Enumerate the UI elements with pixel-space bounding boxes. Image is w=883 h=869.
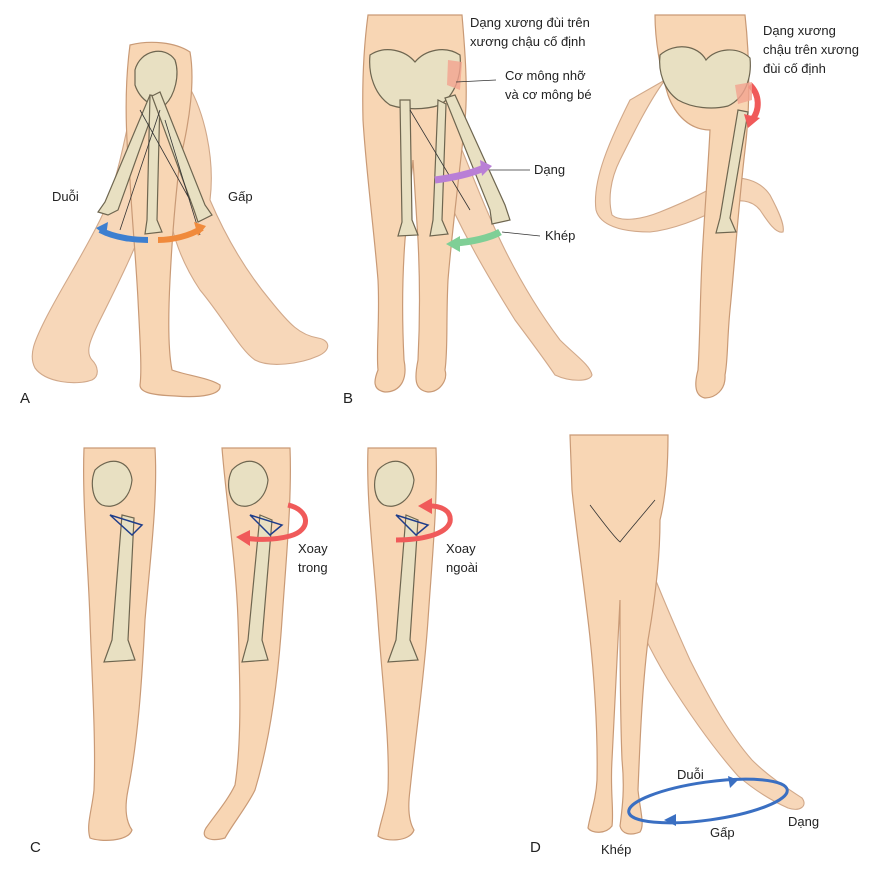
panel-c-internal-rotation-arrowhead (236, 530, 250, 546)
panel-d: Duỗi Gấp Dạng Khép D (530, 434, 819, 857)
panel-b-abduction-label: Dạng (534, 162, 565, 177)
panel-c-external-line2: ngoài (446, 560, 478, 575)
panel-a-flexion-arrowhead (194, 222, 206, 236)
panel-d-ring-arrowhead-bottom (664, 814, 676, 826)
panel-b-adduction-label: Khép (545, 228, 575, 243)
panel-b-leader-gluteus (455, 79, 497, 83)
panel-d-abducted-leg (619, 538, 805, 810)
panel-a-extension-arrowhead (96, 222, 108, 236)
panel-a-letter: A (20, 390, 30, 407)
panel-d-abduction-label: Dạng (788, 814, 819, 829)
panel-b-muscle-line (409, 109, 471, 211)
panel-c-internal-line1: Xoay (298, 541, 328, 556)
panel-b-femur-on-pelvis-line1: Dạng xương đùi trên (470, 15, 590, 30)
panel-c-external-rotation-arrow (395, 503, 453, 543)
panel-a-extension-label: Duỗi (52, 189, 79, 204)
panel-d-groin-line (589, 499, 656, 543)
panel-d-ring-arrowhead-top (728, 776, 738, 788)
panel-b-standing-body (654, 14, 750, 399)
panel-b-femur-on-pelvis-line2: xương chậu cố định (470, 34, 586, 49)
panel-b-femur-fixed (715, 109, 749, 234)
panel-a-pelvis (134, 50, 178, 107)
panel-d-flexion-label: Gấp (710, 825, 735, 840)
panel-b-pelvis-on-femur-line3: đùi cố định (763, 61, 826, 76)
panel-b-gluteus-line1: Cơ mông nhỡ (505, 68, 586, 83)
panel-c-letter: C (30, 839, 41, 856)
panel-c-leg-neutral (82, 447, 157, 841)
panel-c: Xoay trong Xoay ngoài C (30, 447, 478, 856)
panel-b-pelvis-on-femur-line1: Dạng xương (763, 23, 836, 38)
panel-c-leg-external (367, 447, 437, 841)
panel-d-extension-label: Duỗi (677, 767, 704, 782)
panel-b: Dạng xương đùi trên xương chậu cố định C… (343, 14, 859, 407)
panel-c-external-line1: Xoay (446, 541, 476, 556)
panel-c-internal-rotation-arrow (243, 502, 308, 542)
panel-b-abduction-arrow (434, 164, 486, 184)
panel-a: Duỗi Gấp A (20, 41, 329, 407)
panel-a-flexion-label: Gấp (228, 189, 253, 204)
panel-b-gluteus-line2: và cơ mông bé (505, 87, 592, 102)
panel-b-letter: B (343, 390, 353, 407)
panel-b-pelvis-highlight (735, 82, 752, 104)
panel-b-leader-adduction (501, 231, 541, 237)
panel-d-letter: D (530, 839, 541, 856)
panel-d-body (569, 434, 669, 835)
panel-d-adduction-label: Khép (601, 842, 631, 857)
panel-b-pelvis-on-femur-line2: chậu trên xương (763, 42, 859, 57)
panel-b-gluteus-highlight (447, 60, 462, 90)
panel-b-femur-abducted (444, 94, 511, 225)
panel-a-femur-flexed (151, 91, 213, 223)
panel-b-adduction-arrowhead (446, 236, 460, 252)
panel-b-femur-adduction-bone (429, 99, 449, 237)
panel-a-muscle-lines (119, 109, 201, 236)
panel-b-abduction-arrowhead (480, 160, 492, 176)
panel-c-external-rotation-arrowhead (418, 498, 432, 514)
panel-d-circumduction-ring (627, 777, 789, 825)
panel-c-leg-internal (203, 447, 291, 841)
panel-c-internal-line2: trong (298, 560, 328, 575)
panel-b-pelvis-rotation-arrowhead (744, 114, 760, 128)
panel-b-femur-left (397, 99, 419, 237)
